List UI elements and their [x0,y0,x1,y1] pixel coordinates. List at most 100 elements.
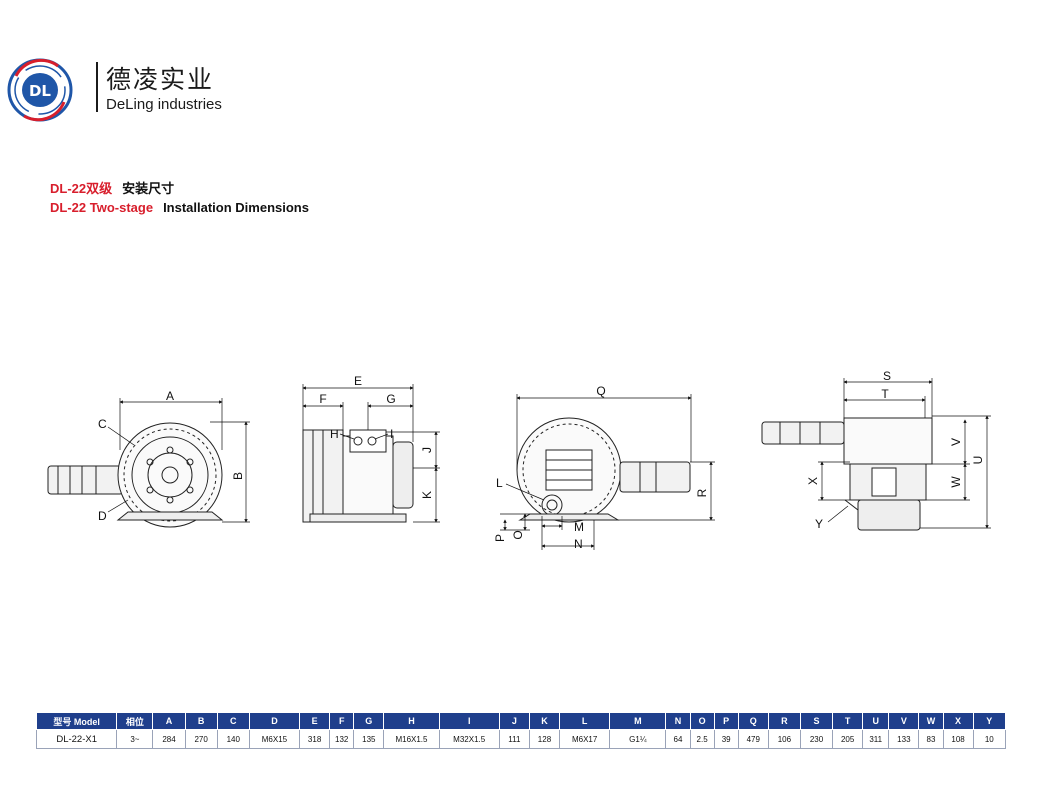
col-header: C [216,712,250,730]
col-header: B [184,712,218,730]
col-header: T [832,712,864,730]
col-header: U [862,712,890,730]
top-view [761,417,933,531]
label-M: M [574,520,584,534]
heading-en: DL-22 Two-stage Installation Dimensions [50,200,309,215]
col-header: G [353,712,385,730]
cell-S: 230 [799,729,834,749]
cell-model: DL-22-X1 [35,729,118,749]
logo-text: DL [29,82,51,100]
table-row: DL-22-X1 3~ 284 270 140 M6X15 318 132 13… [35,729,1007,749]
col-header: S [799,712,834,730]
col-header: 型号 Model [35,712,118,730]
label-X: X [806,477,820,485]
side-view-dims [302,384,440,523]
spec-table-header-row: 型号 Model 相位 A B C D E F G H I J K L M N … [35,712,1007,730]
label-Q: Q [596,384,605,398]
cell-X: 108 [942,729,974,749]
label-B: B [231,472,245,480]
cell-E: 318 [299,729,331,749]
cell-phase: 3~ [116,729,154,749]
brand-name-en: DeLing industries [106,96,222,113]
heading-cn-model: DL-22双级 [50,181,113,196]
cell-B: 270 [184,729,218,749]
heading-cn-title: 安装尺寸 [122,181,175,196]
col-header: A [152,712,186,730]
col-header: M [609,712,667,730]
spec-table: 型号 Model 相位 A B C D E F G H I J K L M N … [35,712,1007,749]
label-U: U [971,456,985,465]
front-view-dims [107,398,250,523]
cell-N: 64 [665,729,691,749]
rear-view-dims [500,394,715,550]
side-view [302,429,414,523]
col-header: Q [737,712,769,730]
label-E: E [354,374,362,388]
col-header: I [438,712,500,730]
label-H: H [330,427,339,441]
cell-G: 135 [353,729,385,749]
cell-K: 128 [528,729,561,749]
label-O: O [511,530,525,539]
heading-en-model: DL-22 Two-stage [50,200,154,215]
col-header: Y [972,712,1007,730]
col-header: J [498,712,530,730]
brand-divider [96,62,98,112]
cell-U: 311 [862,729,890,749]
label-G: G [386,392,395,406]
cell-A: 284 [152,729,186,749]
label-F: F [319,392,326,406]
label-T: T [881,387,889,401]
cell-Y: 10 [972,729,1007,749]
label-N: N [574,537,583,551]
col-header: X [942,712,974,730]
brand-header: DL 德凌实业 DeLing industries [6,56,306,126]
label-S: S [883,369,891,383]
label-L: L [496,476,503,490]
cell-J: 111 [498,729,530,749]
label-W: W [949,476,963,488]
col-header: P [713,712,739,730]
label-P: P [493,534,507,542]
cell-Q: 479 [737,729,769,749]
col-header: E [299,712,331,730]
cell-L: M6X17 [559,729,611,749]
col-header: W [918,712,944,730]
cell-H: M16X1.5 [383,729,440,749]
col-header: H [383,712,440,730]
label-Y: Y [815,517,823,531]
label-J: J [420,447,434,453]
col-header: R [767,712,801,730]
cell-T: 205 [832,729,864,749]
col-header: D [248,712,301,730]
label-R: R [695,488,709,497]
cell-O: 2.5 [689,729,715,749]
heading-en-title: Installation Dimensions [163,200,309,215]
col-header: F [329,712,355,730]
label-V: V [949,438,963,446]
label-I: I [390,427,393,441]
brand-name-cn: 德凌实业 [106,65,215,94]
col-header: O [689,712,715,730]
label-C: C [98,417,107,431]
label-A: A [166,389,174,403]
label-D: D [98,509,107,523]
cell-W: 83 [918,729,944,749]
dimension-drawing-svg: A B C D E F G H [47,369,991,551]
top-view-dims [818,378,991,529]
cell-R: 106 [767,729,801,749]
cell-D: M6X15 [248,729,301,749]
col-header: L [559,712,611,730]
col-header: V [888,712,920,730]
heading-cn: DL-22双级安装尺寸 [50,178,174,197]
cell-C: 140 [216,729,250,749]
cell-F: 132 [329,729,355,749]
front-view [47,422,224,528]
deling-logo-icon: DL [7,58,73,122]
rear-view [516,417,691,523]
col-header: N [665,712,691,730]
cell-V: 133 [888,729,920,749]
cell-P: 39 [713,729,739,749]
col-header: K [528,712,561,730]
label-K: K [420,491,434,499]
